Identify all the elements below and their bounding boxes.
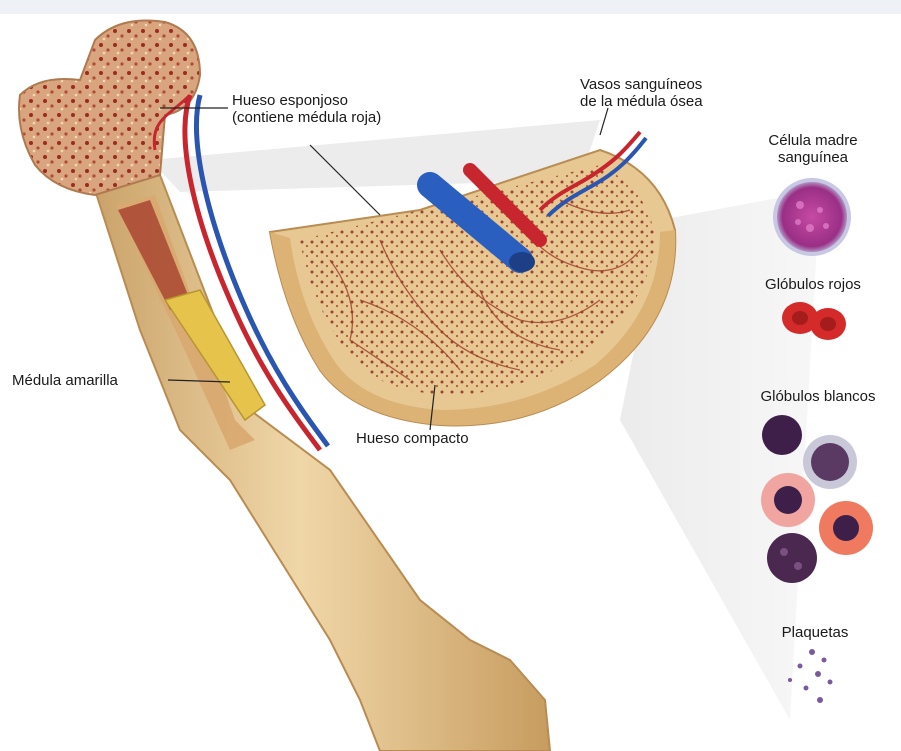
stem-cell [775, 180, 849, 254]
label-hueso-esponjoso-line2: (contiene médula roja) [232, 109, 381, 126]
label-globulos-blancos-text: Glóbulos blancos [738, 388, 898, 405]
label-vasos-sanguineos: Vasos sanguíneos de la médula ósea [580, 76, 703, 110]
label-plaquetas-text: Plaquetas [760, 624, 870, 641]
label-hueso-esponjoso: Hueso esponjoso (contiene médula roja) [232, 92, 381, 126]
white-blood-cells [761, 415, 873, 583]
label-globulos-blancos: Glóbulos blancos [738, 388, 898, 405]
label-globulos-rojos: Glóbulos rojos [738, 276, 888, 293]
label-hueso-esponjoso-line1: Hueso esponjoso [232, 92, 381, 109]
label-celula-madre-line2: sanguínea [750, 149, 876, 166]
label-globulos-rojos-text: Glóbulos rojos [738, 276, 888, 293]
label-hueso-compacto: Hueso compacto [356, 430, 469, 447]
label-plaquetas: Plaquetas [760, 624, 870, 641]
label-hueso-compacto-text: Hueso compacto [356, 430, 469, 447]
platelets [788, 649, 833, 703]
top-band [0, 0, 901, 14]
label-vasos-line1: Vasos sanguíneos [580, 76, 703, 93]
vein-opening [509, 252, 535, 272]
label-medula-amarilla: Médula amarilla [12, 372, 118, 389]
label-celula-madre-line1: Célula madre [750, 132, 876, 149]
label-celula-madre: Célula madre sanguínea [750, 132, 876, 166]
label-medula-amarilla-text: Médula amarilla [12, 372, 118, 389]
label-vasos-line2: de la médula ósea [580, 93, 703, 110]
